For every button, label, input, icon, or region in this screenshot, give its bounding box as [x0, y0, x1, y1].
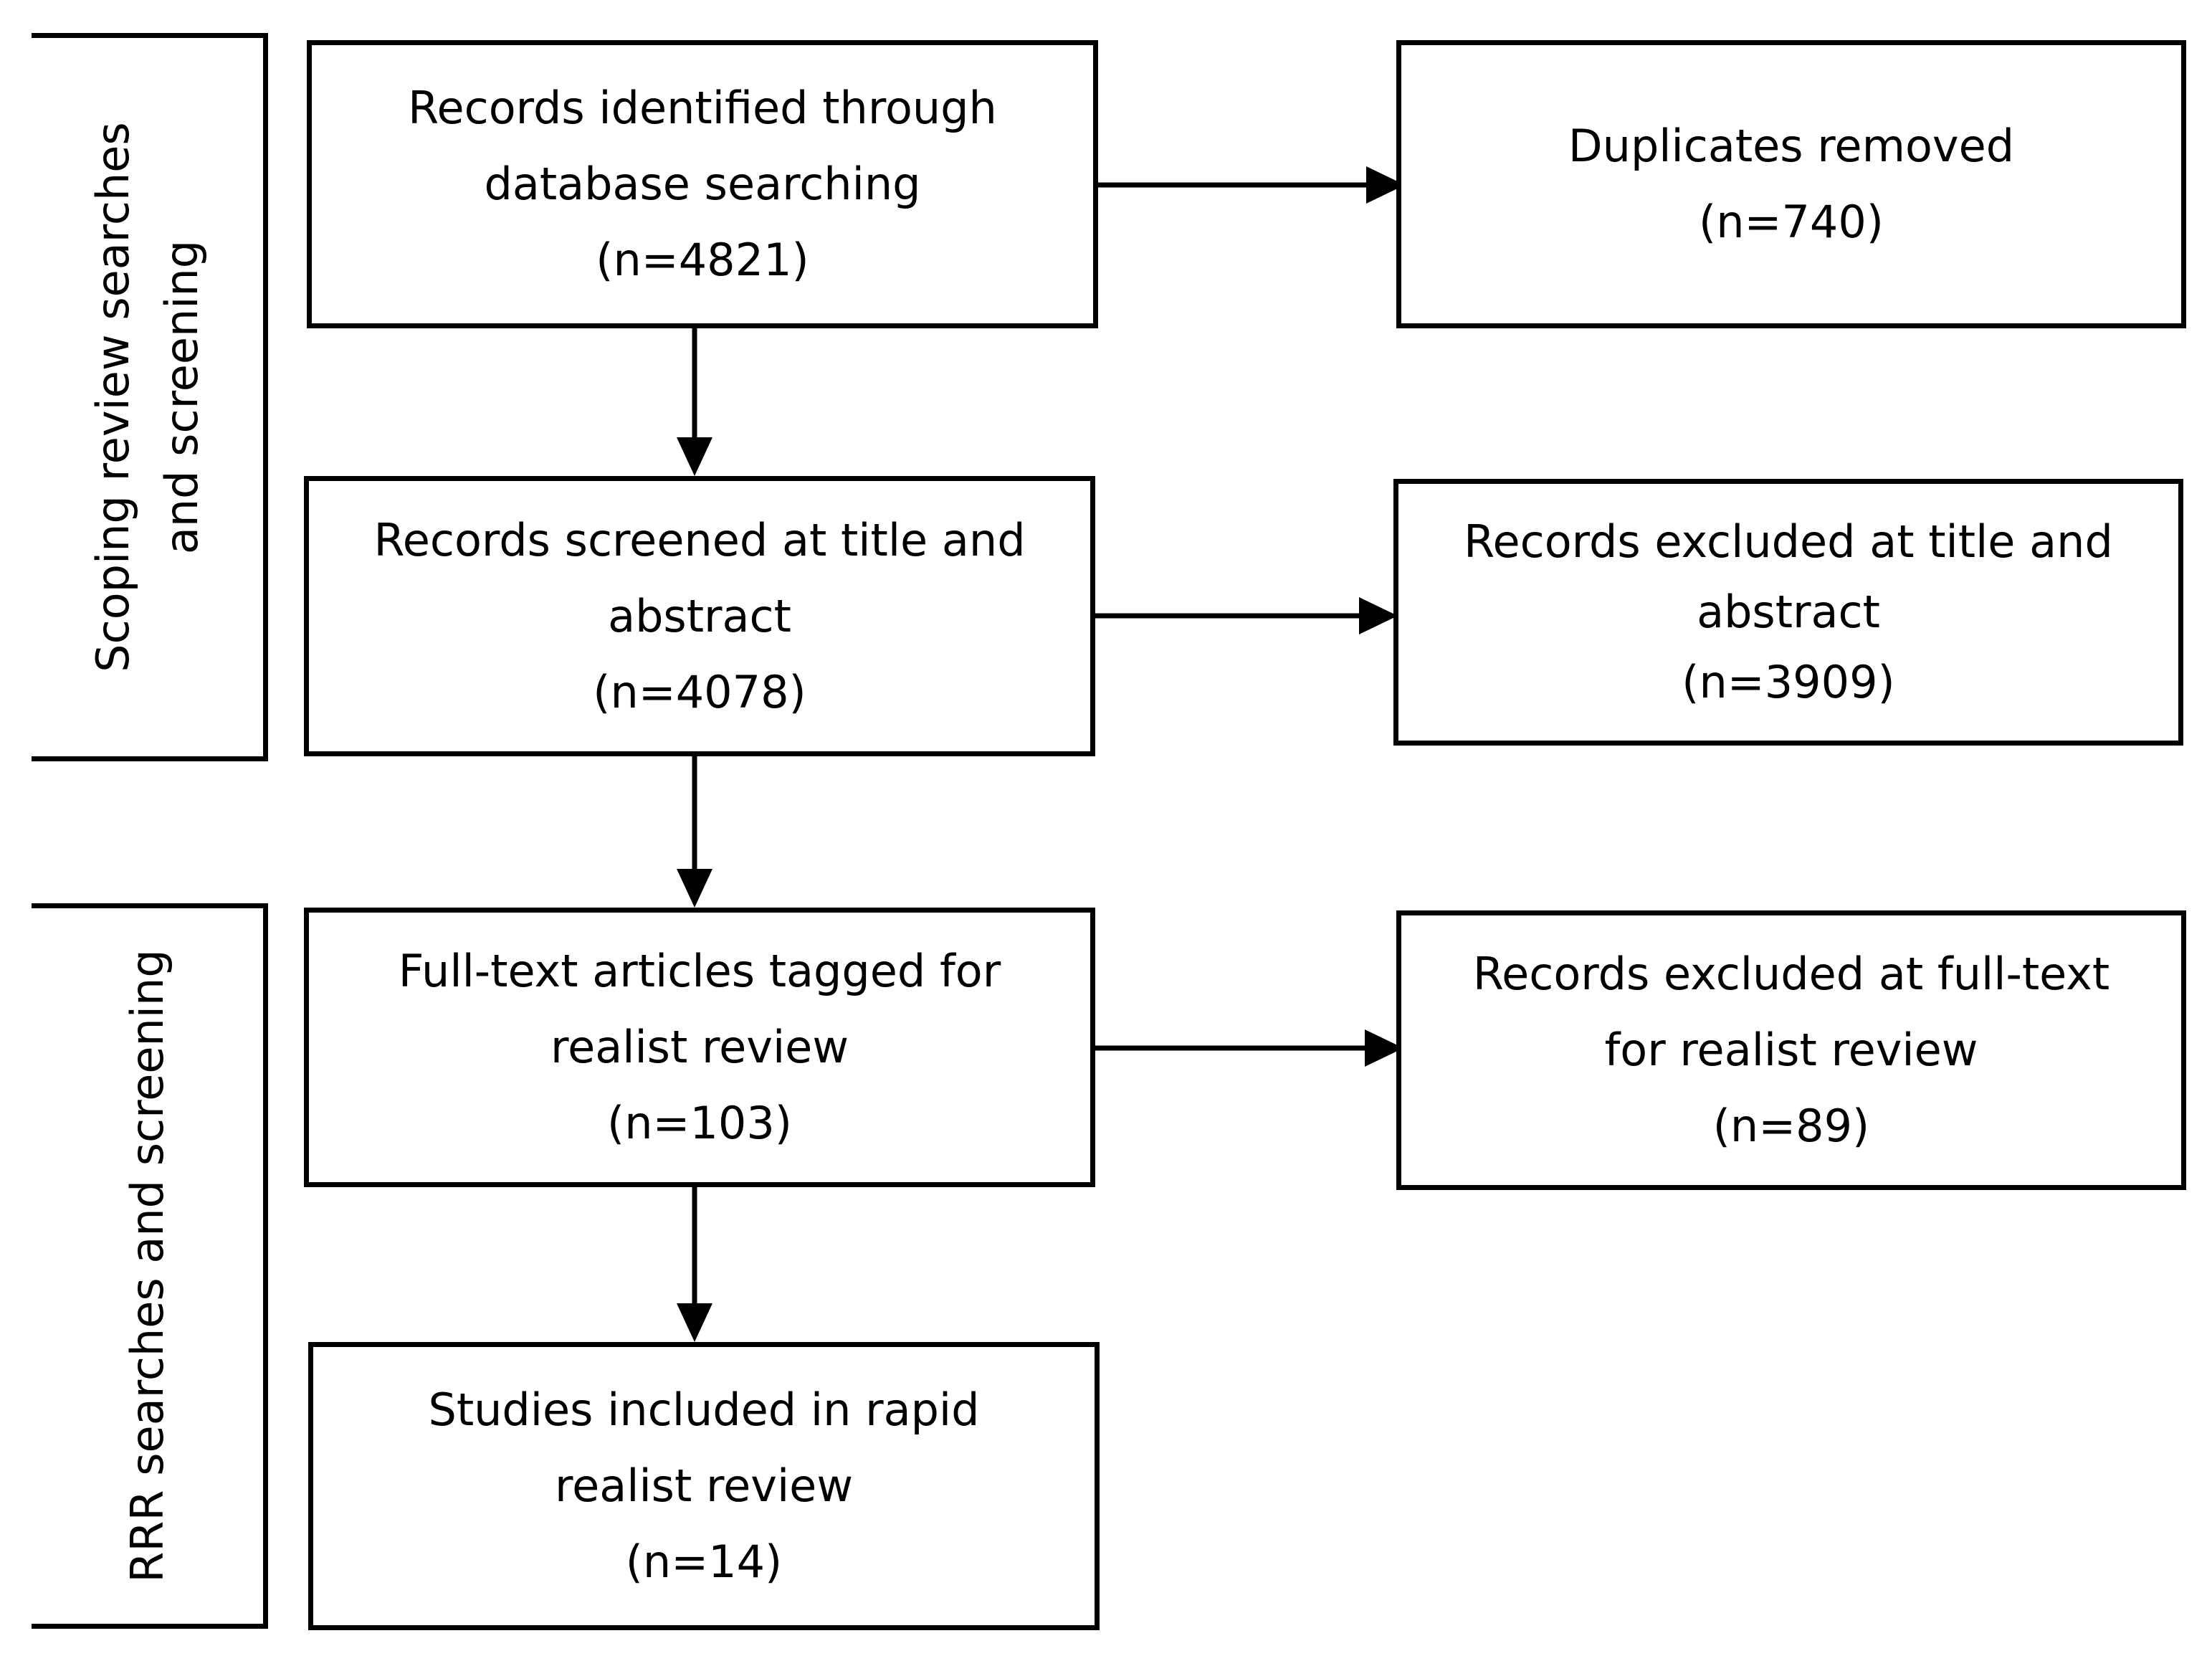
arrow-screened-to-excluded-title: [1092, 597, 1398, 634]
records-screened-box: Records screened at title and abstract (…: [304, 476, 1095, 756]
records-excluded-fulltext-line-2: for realist review: [1604, 1024, 1978, 1076]
records-identified-count: (n=4821): [596, 234, 809, 286]
records-excluded-title-box: Records excluded at title and abstract (…: [1393, 479, 2183, 746]
fulltext-articles-count: (n=103): [607, 1097, 792, 1149]
studies-included-box: Studies included in rapid realist review…: [308, 1342, 1100, 1630]
records-excluded-title-line-1: Records excluded at title and: [1464, 515, 2113, 568]
records-identified-box: Records identified through database sear…: [307, 40, 1098, 328]
records-identified-line-2: database searching: [484, 158, 921, 210]
duplicates-removed-box: Duplicates removed (n=740): [1396, 40, 2186, 328]
records-identified-line-1: Records identified through: [408, 82, 997, 134]
rrr-section-bracket: RRR searches and screening: [32, 903, 268, 1629]
arrow-identified-to-screened: [677, 328, 712, 476]
records-excluded-title-count: (n=3909): [1682, 656, 1895, 708]
scoping-section-bracket: Scoping review searches and screening: [32, 33, 268, 761]
fulltext-articles-line-2: realist review: [550, 1021, 849, 1073]
studies-included-count: (n=14): [625, 1536, 783, 1588]
fulltext-articles-line-1: Full-text articles tagged for: [398, 945, 1001, 997]
arrow-screened-to-fulltext: [677, 756, 712, 908]
studies-included-line-1: Studies included in rapid: [428, 1384, 980, 1436]
arrow-fulltext-to-excluded-fulltext: [1092, 1029, 1403, 1067]
records-screened-line-1: Records screened at title and: [373, 513, 1026, 566]
duplicates-removed-line-1: Duplicates removed: [1568, 120, 2015, 172]
records-excluded-fulltext-line-1: Records excluded at full-text: [1472, 948, 2110, 1000]
records-screened-line-2: abstract: [608, 589, 791, 642]
records-excluded-fulltext-box: Records excluded at full-text for realis…: [1396, 910, 2186, 1190]
fulltext-articles-box: Full-text articles tagged for realist re…: [304, 908, 1095, 1187]
records-screened-count: (n=4078): [593, 665, 806, 718]
records-excluded-title-line-2: abstract: [1697, 586, 1880, 638]
arrow-identified-to-duplicates: [1095, 166, 1405, 204]
studies-included-line-2: realist review: [554, 1460, 854, 1512]
arrow-fulltext-to-included: [677, 1187, 712, 1342]
records-excluded-fulltext-count: (n=89): [1712, 1100, 1870, 1152]
duplicates-removed-count: (n=740): [1699, 196, 1884, 248]
